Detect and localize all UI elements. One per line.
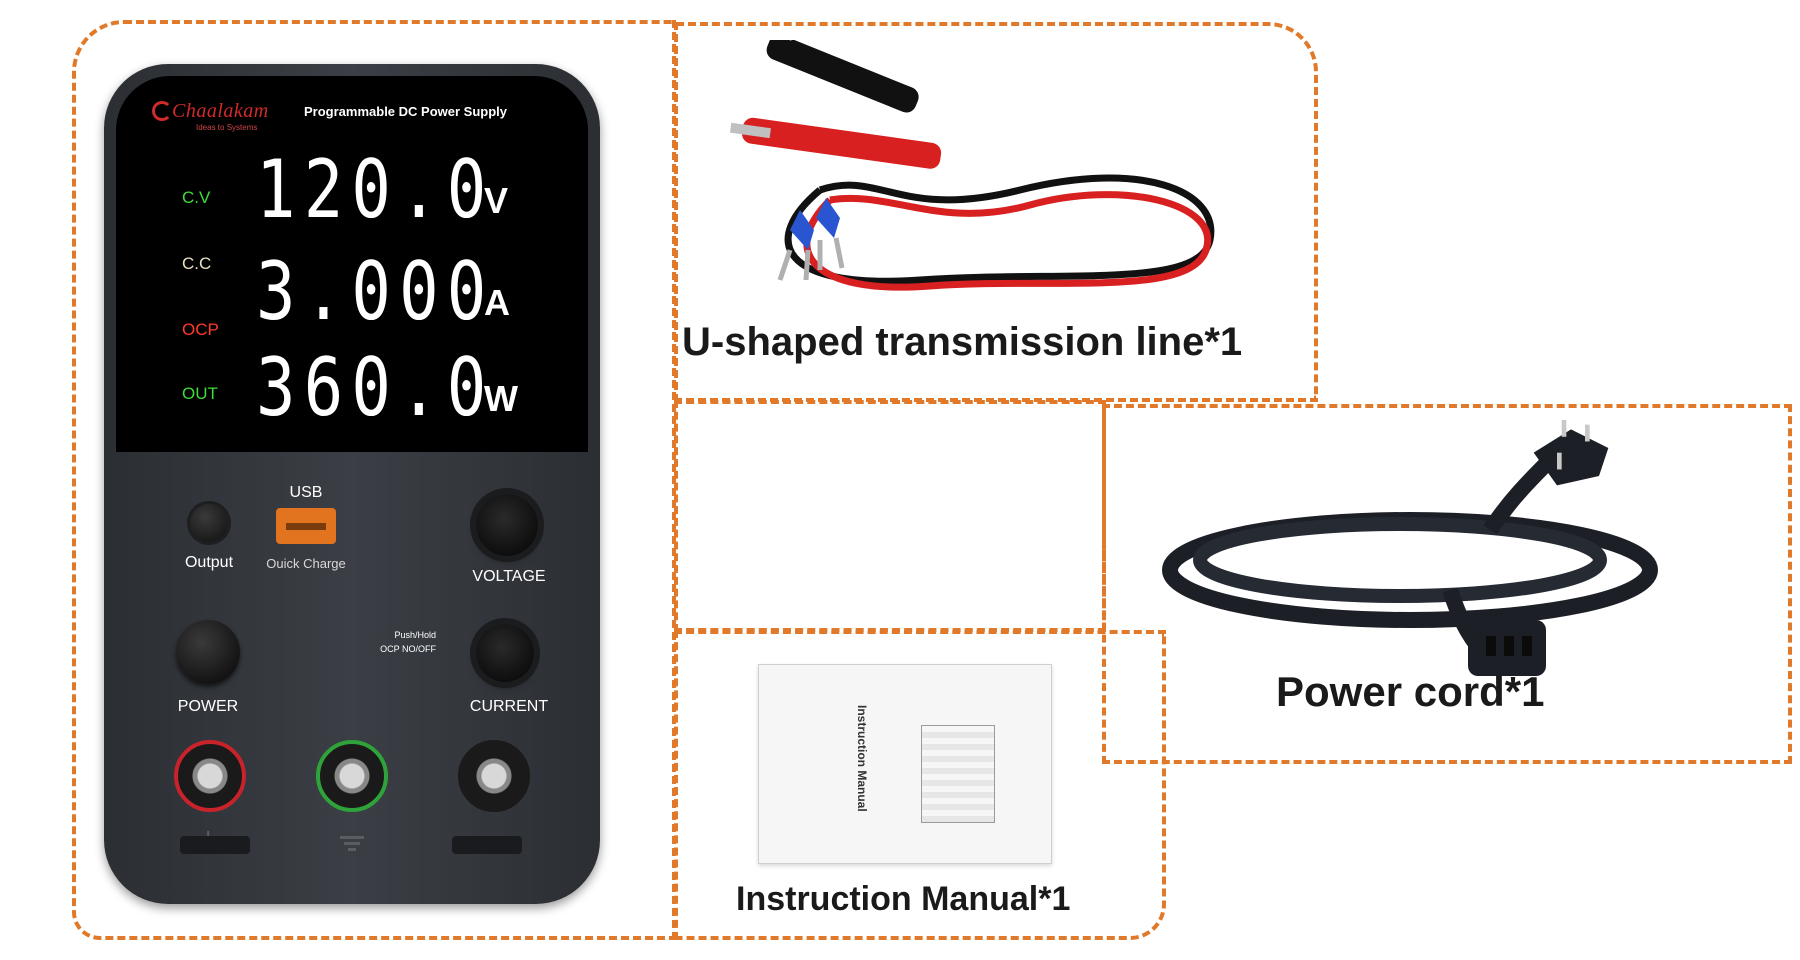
voltage-readout: 120.0 [256,143,495,236]
usb-caption: Ouick Charge [266,556,346,571]
out-label: OUT [182,384,218,403]
power-supply-unit: Chaalakam Ideas to Systems Programmable … [104,64,600,904]
voltage-unit: V [484,180,509,221]
ocp-label: OCP [182,320,219,339]
current-knob[interactable] [476,624,534,682]
usb-port-icon [276,508,336,544]
u-shaped-cable-image [729,40,1215,291]
manual-frame [674,630,1166,940]
voltage-label: VOLTAGE [472,568,546,585]
device-foot-left [180,836,250,854]
device-foot-right [452,836,522,854]
cv-label: C.V [182,188,211,207]
manual-caption: Instruction Manual*1 [736,880,1071,918]
power-cord-frame [1102,404,1792,764]
power-button[interactable] [176,620,240,684]
positive-terminal[interactable] [174,740,246,812]
current-unit: A [484,282,510,323]
indian-plug-image [1533,420,1609,486]
brand-tagline: Ideas to Systems [196,123,258,132]
manual-cover-title: Instruction Manual [855,705,869,812]
power-unit: W [484,378,518,419]
usb-label: USB [289,484,323,501]
instruction-manual-image: Instruction Manual [758,664,1052,864]
brand-logo-icon [152,101,172,121]
power-readout: 360.0 [256,341,495,434]
brand-name: Chaalakam [172,100,269,122]
output-label: Output [184,554,234,571]
power-cord-caption: Power cord*1 [1276,668,1545,715]
power-cord-image [1162,454,1658,676]
display-screen: Chaalakam Ideas to Systems Programmable … [116,76,588,452]
ocp-hint-line1: Push/Hold [394,630,436,640]
negative-terminal[interactable] [458,740,530,812]
power-label: POWER [177,698,239,715]
blank-frame [674,400,1106,632]
current-label: CURRENT [469,698,549,715]
cable-caption: U-shaped transmission line*1 [682,320,1243,364]
voltage-knob[interactable] [476,494,538,556]
product-title: Programmable DC Power Supply [304,104,507,119]
ground-terminal[interactable] [316,740,388,812]
output-button[interactable] [190,504,228,542]
manual-diagram-icon [921,725,995,823]
cc-label: C.C [182,254,212,273]
ocp-hint-line2: OCP NO/OFF [380,644,436,654]
current-readout: 3.000 [256,245,495,338]
